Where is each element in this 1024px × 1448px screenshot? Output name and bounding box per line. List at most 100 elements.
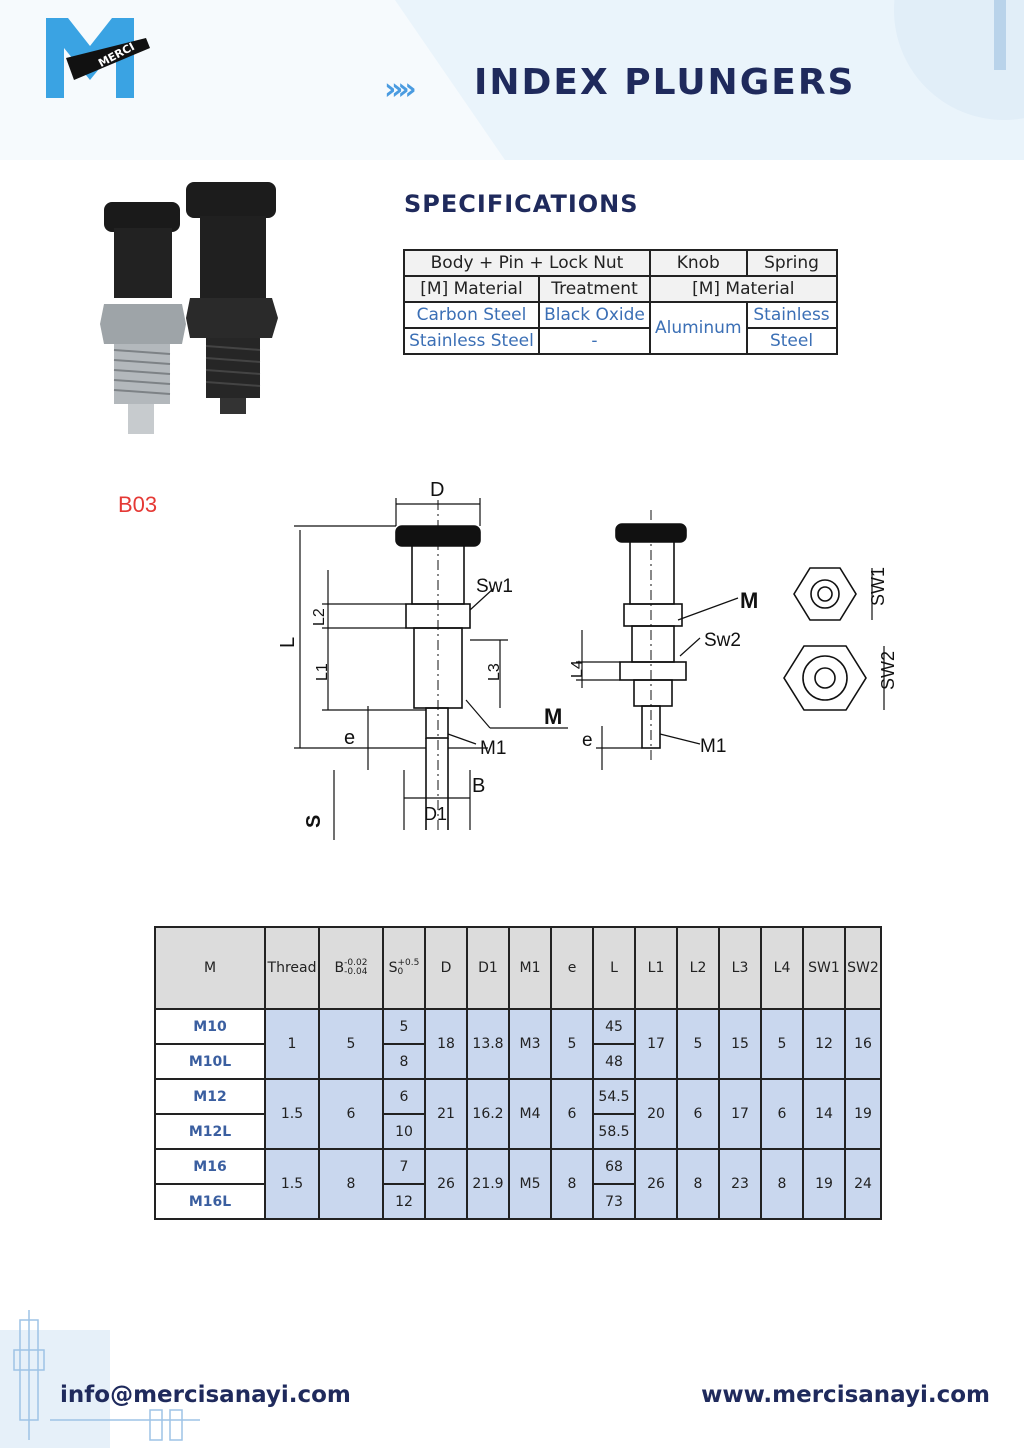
- decorative-circle-graphic: [894, 0, 1024, 120]
- material-stainless-steel: Stainless Steel: [403, 327, 540, 355]
- footer-website-link[interactable]: www.mercisanayi.com: [701, 1382, 990, 1408]
- label-l2: L2: [311, 608, 328, 626]
- col-header-l2: L2: [676, 926, 720, 1010]
- col-header-b-label: B: [334, 960, 345, 976]
- model-cell: M12: [154, 1078, 266, 1115]
- d-cell: 26: [424, 1148, 468, 1220]
- sw1-cell: 19: [802, 1148, 846, 1220]
- specifications-table: Body + Pin + Lock Nut Knob Spring [M] Ma…: [403, 249, 838, 355]
- l-cell: 48: [592, 1043, 636, 1080]
- l1-cell: 26: [634, 1148, 678, 1220]
- b-tol-lower: -0.04: [344, 967, 368, 977]
- decorative-drawing-watermark: [0, 1310, 200, 1448]
- label-m-front: M: [740, 588, 758, 613]
- footer-email-link[interactable]: info@mercisanayi.com: [60, 1382, 351, 1408]
- thread-cell: 1.5: [264, 1148, 320, 1220]
- table-row: M16 1.5 8 7 26 21.9 M5 8 68 26 8 23 8 19…: [154, 1148, 882, 1220]
- m1-cell: M5: [508, 1148, 552, 1220]
- l3-cell: 23: [718, 1148, 762, 1220]
- table-row: M10 1 5 5 18 13.8 M3 5 45 17 5 15 5 12 1…: [154, 1008, 882, 1080]
- thread-cell: 1: [264, 1008, 320, 1080]
- l4-cell: 6: [760, 1078, 804, 1150]
- label-d: D: [430, 479, 444, 501]
- label-m: M: [544, 704, 562, 729]
- label-l4: L4: [569, 660, 586, 678]
- col-header-l4: L4: [760, 926, 804, 1010]
- label-s: S: [303, 815, 325, 828]
- l3-cell: 17: [718, 1078, 762, 1150]
- e-cell: 5: [550, 1008, 594, 1080]
- col-header-e: e: [550, 926, 594, 1010]
- col-header-l: L: [592, 926, 636, 1010]
- header-knob: Knob: [649, 249, 748, 277]
- spring-material-line2: Steel: [745, 327, 838, 355]
- col-header-l3: L3: [718, 926, 762, 1010]
- label-l1: L1: [314, 663, 331, 681]
- label-hex-sw1: SW1: [868, 567, 888, 606]
- col-header-b: B-0.02-0.04: [318, 926, 384, 1010]
- model-cell: M10: [154, 1008, 266, 1045]
- spring-material-line1: Stainless: [745, 301, 838, 329]
- d1-cell: 21.9: [466, 1148, 510, 1220]
- product-photo: [100, 182, 278, 434]
- model-cell: M12L: [154, 1113, 266, 1150]
- e-cell: 6: [550, 1078, 594, 1150]
- label-sw2: Sw2: [704, 630, 741, 651]
- b-cell: 6: [318, 1078, 384, 1150]
- l2-cell: 6: [676, 1078, 720, 1150]
- d-cell: 18: [424, 1008, 468, 1080]
- e-cell: 8: [550, 1148, 594, 1220]
- m1-cell: M4: [508, 1078, 552, 1150]
- col-header-m1: M1: [508, 926, 552, 1010]
- treatment-none: -: [537, 327, 652, 355]
- label-b: B: [472, 775, 485, 797]
- l-cell: 54.5: [592, 1078, 636, 1115]
- d1-cell: 13.8: [466, 1008, 510, 1080]
- sw2-cell: 19: [844, 1078, 882, 1150]
- s-cell: 6: [382, 1078, 426, 1115]
- product-code: B03: [118, 492, 158, 517]
- plunger-front-view: [615, 510, 687, 760]
- plunger-side-view: [395, 500, 481, 830]
- treatment-black-oxide: Black Oxide: [537, 301, 652, 329]
- l-cell: 45: [592, 1008, 636, 1045]
- label-e-front: e: [582, 730, 593, 751]
- l4-cell: 8: [760, 1148, 804, 1220]
- m1-cell: M3: [508, 1008, 552, 1080]
- knob-material: Aluminum: [649, 301, 748, 355]
- col-header-sw1: SW1: [802, 926, 846, 1010]
- s-cell: 8: [382, 1043, 426, 1080]
- l2-cell: 5: [676, 1008, 720, 1080]
- l2-cell: 8: [676, 1148, 720, 1220]
- table-row: M10L 8 48: [154, 1043, 881, 1080]
- col-header-s-label: S: [388, 960, 398, 976]
- s-cell: 5: [382, 1008, 426, 1045]
- hex-top-views: [783, 567, 885, 711]
- table-row: M16L 12 73: [154, 1183, 881, 1220]
- s-tol-lower: 0: [397, 967, 404, 977]
- model-cell: M16: [154, 1148, 266, 1185]
- d1-cell: 16.2: [466, 1078, 510, 1150]
- table-row: M12 1.5 6 6 21 16.2 M4 6 54.5 20 6 17 6 …: [154, 1078, 882, 1150]
- l3-cell: 15: [718, 1008, 762, 1080]
- header-knob-spring-material: [M] Material: [649, 275, 838, 303]
- model-cell: M10L: [154, 1043, 266, 1080]
- merci-logo: MERCI: [46, 18, 150, 98]
- l1-cell: 17: [634, 1008, 678, 1080]
- sw2-cell: 24: [844, 1148, 882, 1220]
- header-treatment: Treatment: [537, 275, 652, 303]
- col-header-d: D: [424, 926, 468, 1010]
- model-cell: M16L: [154, 1183, 266, 1220]
- col-header-sw2: SW2: [844, 926, 882, 1010]
- label-m1-front: M1: [700, 736, 726, 757]
- col-header-d1: D1: [466, 926, 510, 1010]
- header-spring: Spring: [745, 249, 838, 277]
- arrows-icon: »»: [384, 72, 417, 107]
- sw1-cell: 12: [802, 1008, 846, 1080]
- label-l: L: [280, 637, 299, 648]
- thread-cell: 1.5: [264, 1078, 320, 1150]
- s-cell: 12: [382, 1183, 426, 1220]
- label-m1: M1: [480, 738, 506, 759]
- label-d1: D1: [424, 804, 447, 824]
